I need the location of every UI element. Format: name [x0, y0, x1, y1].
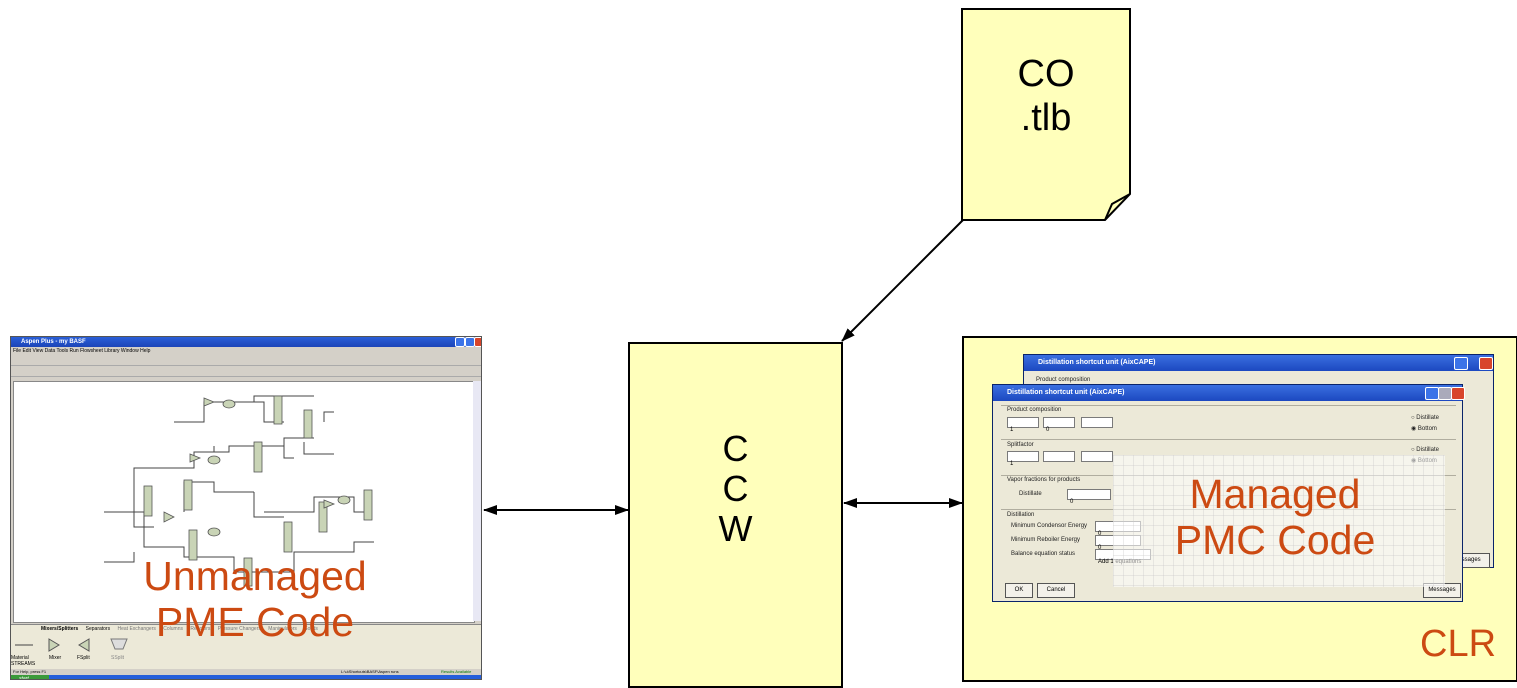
aspen-title: Aspen Plus - my BASF: [11, 337, 481, 347]
ccw-letter-1: C: [722, 428, 749, 469]
canvas-vertical-scrollbar[interactable]: [473, 381, 481, 621]
pc-input-2[interactable]: 0: [1043, 417, 1075, 433]
product-composition-label: Product composition: [1007, 407, 1062, 413]
arrow-co-to-ccw: [841, 217, 966, 342]
back-close-icon[interactable]: [1479, 357, 1493, 370]
splitfactor-label: Splitfactor: [1007, 442, 1034, 448]
unmanaged-caption: Unmanaged PME Code: [110, 553, 400, 645]
vapor-fractions-label: Vapor fractions for products: [1007, 477, 1081, 483]
cancel-button[interactable]: Cancel: [1037, 583, 1075, 598]
palette-item-streams[interactable]: Material STREAMS: [11, 655, 36, 667]
pc-radio-bottom[interactable]: ◉ Bottom: [1411, 426, 1437, 432]
clr-label: CLR: [1420, 623, 1497, 665]
ccw-box: C C W: [628, 342, 843, 688]
minimize-icon[interactable]: [455, 337, 465, 347]
aspen-toolbar-2[interactable]: [11, 366, 481, 377]
pc-input-3[interactable]: [1081, 417, 1113, 428]
palette-tab-columns[interactable]: Columns: [163, 626, 183, 632]
ccw-letter-2: C: [722, 468, 749, 509]
palette-tab-heat-exchangers[interactable]: Heat Exchangers: [117, 626, 156, 632]
managed-code-overlay: [1113, 455, 1445, 587]
ok-button[interactable]: OK: [1005, 583, 1033, 598]
sf-input-3[interactable]: [1081, 451, 1113, 462]
dialog-minimize-icon[interactable]: [1425, 387, 1439, 400]
min-reboiler-label: Minimum Reboiler Energy: [1011, 537, 1081, 543]
palette-tab-separators[interactable]: Separators: [85, 626, 111, 632]
start-button[interactable]: start: [11, 675, 49, 679]
vapor-distillate-input[interactable]: 0: [1067, 489, 1111, 505]
tlb-label: .tlb: [1020, 97, 1072, 139]
sf-radio-distillate[interactable]: ○ Distillate: [1411, 447, 1439, 453]
co-label: CO: [1017, 53, 1075, 95]
aspen-plus-window: Aspen Plus - my BASF File Edit View Data…: [10, 336, 482, 680]
status-results: Results Available: [441, 669, 472, 674]
back-dialog-title: Distillation shortcut unit (AixCAPE): [1024, 355, 1493, 371]
aspen-toolbar-1[interactable]: [11, 355, 481, 366]
palette-item-fsplit[interactable]: FSplit: [77, 655, 90, 661]
unmanaged-line-1: Unmanaged: [143, 553, 367, 599]
unmanaged-line-2: PME Code: [155, 599, 355, 645]
distillation-label: Distillation: [1007, 512, 1035, 518]
aspen-status-bar: For Help, press F1 L:\u\Shortcuts\BASF\A…: [11, 669, 481, 675]
palette-item-ssplit[interactable]: SSplit: [111, 655, 125, 661]
managed-line-2: PMC Code: [1174, 517, 1376, 563]
palette-tab-mixers[interactable]: Mixers/Splitters: [41, 626, 79, 632]
pc-input-1[interactable]: 1: [1007, 417, 1039, 433]
sf-input-2[interactable]: [1043, 451, 1075, 462]
close-icon[interactable]: [474, 337, 481, 347]
vapor-distillate-label: Distillate: [1019, 491, 1042, 497]
ccw-letter-3: W: [718, 508, 753, 549]
palette-tab-solids[interactable]: Solids: [304, 626, 318, 632]
palette-icons: [15, 638, 128, 652]
sf-input-1[interactable]: 1: [1007, 451, 1039, 467]
min-condensor-label: Minimum Condensor Energy: [1011, 523, 1088, 529]
status-path: L:\u\Shortcuts\BASF\Aspen runs: [341, 669, 399, 674]
co-tlb-label: CO .tlb: [961, 52, 1131, 140]
back-product-composition: Product composition: [1036, 377, 1091, 383]
palette-tab-reactors[interactable]: Reactors: [190, 626, 211, 632]
aspen-menubar[interactable]: File Edit View Data Tools Run Flowsheet …: [13, 348, 151, 354]
pc-radio-distillate[interactable]: ○ Distillate: [1411, 415, 1439, 421]
palette-tab-manipulators[interactable]: Manipulators: [268, 626, 297, 632]
model-library-palette[interactable]: Mixers/Splitters Separators Heat Exchang…: [11, 624, 481, 669]
dialog-title: Distillation shortcut unit (AixCAPE): [993, 385, 1462, 401]
flowsheet-canvas[interactable]: [13, 381, 475, 623]
windows-taskbar: start: [11, 675, 481, 679]
co-tlb-document: [961, 8, 1131, 221]
back-minimize-icon[interactable]: [1454, 357, 1468, 370]
palette-item-mixer[interactable]: Mixer: [49, 655, 62, 661]
balance-status-label: Balance equation status: [1011, 551, 1076, 557]
palette-tab-pressure-changers[interactable]: Pressure Changers: [217, 626, 261, 632]
managed-caption: Managed PMC Code: [1090, 471, 1460, 563]
status-help: For Help, press F1: [13, 669, 47, 674]
managed-line-1: Managed: [1189, 471, 1361, 517]
dialog-close-icon[interactable]: [1451, 387, 1465, 400]
dialog-maximize-icon[interactable]: [1438, 387, 1452, 400]
flowsheet-diagram: [104, 395, 374, 587]
